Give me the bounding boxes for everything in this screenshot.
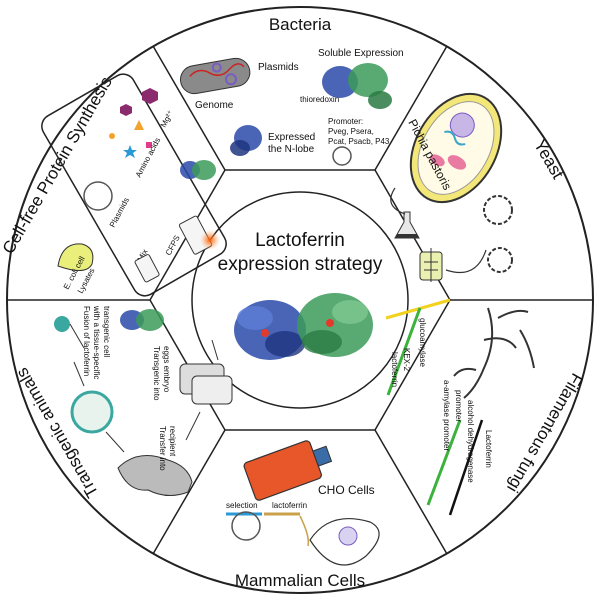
expressed-label-line1: Expressed	[268, 132, 315, 143]
culture-flask-icon	[243, 440, 333, 501]
bioreactor-icon	[419, 248, 443, 282]
transgenic-pipette	[69, 323, 85, 349]
fusion-label-line1: Fusion of lactoferrin	[82, 306, 91, 376]
fungi-segment: glucoamylase KEX-2 lactoferrin a-amylase…	[385, 298, 535, 516]
promoter-label-line1: Promoter:	[328, 117, 363, 126]
selection-label: selection	[226, 501, 258, 510]
glucoamylase-label: glucoamylase	[418, 318, 427, 367]
fusion-label-line3: transgenic cell	[102, 306, 111, 357]
dot-molecule-icon	[109, 133, 115, 139]
mammalian-plasmid-icon	[231, 511, 261, 541]
thioredoxin-protein-icon	[322, 63, 392, 109]
mammalian-segment: CHO Cells selection lactoferrin	[226, 440, 380, 566]
animal-icon	[117, 455, 193, 496]
bacteria-cell-icon	[179, 57, 251, 95]
mammalian-nucleus-icon	[338, 526, 358, 546]
cellfree-panel	[41, 73, 227, 297]
soluble-expression-label: Soluble Expression	[318, 48, 404, 59]
bacteria-genome-label: Genome	[195, 100, 234, 111]
transfer-label-line1: Transfer into	[158, 426, 167, 471]
flask-icon	[394, 211, 420, 239]
cellfree-segment: Amino acids Mg²⁺ Plasmids E. coli cell L…	[41, 73, 227, 297]
fungi-black-line	[448, 419, 484, 516]
thioredoxin-label: thioredoxin	[300, 95, 339, 104]
triangle-molecule-icon	[134, 120, 144, 130]
transgenic-arrows	[73, 339, 219, 453]
spokes	[7, 45, 593, 555]
green-construct-line	[386, 307, 422, 396]
cell-stack-icon	[179, 363, 233, 405]
segment-title-mammalian: Mammalian Cells	[235, 571, 365, 590]
center-title-line2: expression strategy	[218, 254, 383, 275]
hexagon-molecule-icon	[142, 88, 158, 104]
square-molecule-icon	[146, 142, 152, 148]
star-molecule-icon	[123, 145, 137, 158]
cfps-glow	[200, 230, 220, 250]
fungal-hyphae-icon	[453, 307, 535, 399]
promoter-label-line2: Pveg, Psera,	[328, 127, 374, 136]
mix-tube-icon	[134, 254, 160, 283]
bacteria-plasmids-label: Plasmids	[258, 62, 299, 73]
fusion-label-line2: with a tissue-specific	[92, 305, 101, 379]
lactoferrin-fungi-label-a: lactoferrin	[390, 352, 399, 387]
ecoli-lysate-icon	[57, 243, 94, 271]
fungi-green-line	[426, 419, 462, 506]
yeast-cell-icon	[409, 92, 503, 204]
yeast-cycle-arrow-2	[445, 249, 487, 274]
yeast-segment: Pichia pastoris	[390, 92, 513, 282]
promoter-label-line3: Pcat, Psacb, P43	[328, 137, 390, 146]
embryo-icon	[70, 390, 114, 434]
transgene-label-line2: eggs embryo	[162, 346, 171, 393]
mammalian-lactoferrin-label: lactoferrin	[272, 501, 307, 510]
transfer-label-line2: recipient	[168, 426, 177, 457]
hexagon-molecule-icon-2	[120, 104, 132, 116]
lactoferrin-fungi-label-b: Lactoferrin	[484, 430, 493, 468]
center-circle	[191, 191, 409, 409]
lactoferrin-protein-icon	[234, 293, 373, 360]
cellfree-plasmid-icon	[83, 181, 113, 211]
alcohol-dehydrogenase-label: alcohol dehydrogenase	[466, 400, 475, 483]
yellow-construct-line	[385, 298, 451, 320]
transgenic-cell-icon	[54, 316, 70, 332]
bacteria-segment: Plasmids Genome Soluble Expression thior…	[179, 48, 404, 166]
center-title-line1: Lactoferrin	[255, 230, 345, 251]
n-lobe-protein-icon	[230, 125, 262, 156]
amylase-promoter-label: a-amylase promoter	[442, 380, 451, 451]
transgenic-protein-icon	[120, 309, 164, 331]
kex2-label: KEX-2	[402, 348, 411, 372]
promoter-label: promoter	[454, 390, 463, 422]
segment-title-bacteria: Bacteria	[269, 15, 332, 34]
transgenic-segment: Fusion of lactoferrin with a tissue-spec…	[54, 305, 233, 496]
cellfree-protein-icon	[180, 160, 216, 180]
yeast-plasmid-icons	[483, 195, 513, 273]
yeast-cycle-arrow	[390, 187, 406, 215]
mammalian-arrow	[299, 515, 310, 547]
transgene-label-line1: Transgenic into	[152, 346, 161, 401]
bacteria-plasmid-icon	[332, 146, 352, 166]
expressed-label-line2: the N-lobe	[268, 144, 315, 155]
cho-cells-label: CHO Cells	[318, 483, 375, 497]
